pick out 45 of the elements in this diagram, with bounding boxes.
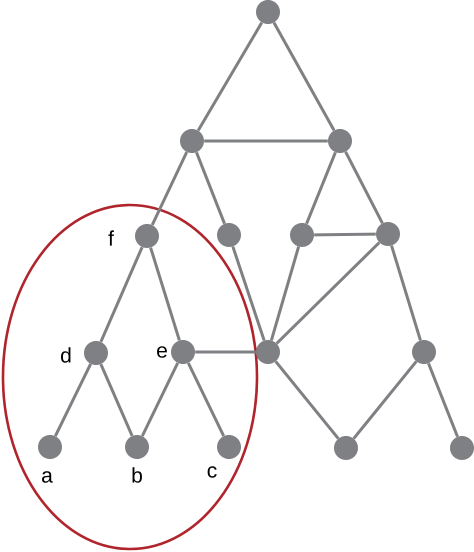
graph-edge <box>149 247 181 341</box>
ellipse-outline <box>2 204 258 550</box>
graph-vertex <box>38 435 62 459</box>
graph-edge <box>272 22 336 132</box>
graph-edge <box>276 241 380 345</box>
graph-vertex <box>450 436 474 460</box>
graph-vertex <box>125 435 149 459</box>
vertex-label: c <box>208 466 217 478</box>
graph-edge <box>54 363 92 437</box>
graph-vertex <box>84 341 108 365</box>
graph-edge <box>314 232 376 236</box>
vertex-label: a <box>42 471 53 483</box>
graph-vertex <box>135 224 159 248</box>
graph-edge <box>140 362 180 437</box>
vertex-label: b <box>132 467 142 483</box>
graph-edge <box>270 246 300 341</box>
graph-vertex <box>256 340 280 364</box>
vertex-label: e <box>157 346 167 358</box>
graph-edge <box>186 362 226 437</box>
graph-vertex <box>217 223 241 247</box>
graph-vertex <box>256 0 280 24</box>
graph-vertex <box>180 129 204 153</box>
graph-vertex <box>217 435 241 459</box>
graph-edge <box>352 360 418 440</box>
vertex-label: d <box>61 347 70 363</box>
graph-vertex <box>328 129 352 153</box>
graph-edge <box>344 151 384 224</box>
graph-edge <box>195 152 226 224</box>
graph-edge <box>150 151 188 226</box>
graph-edge <box>427 362 459 438</box>
graph-edge <box>196 22 264 132</box>
graph-edge <box>274 360 340 440</box>
graph-edge <box>100 246 144 342</box>
graph-edge <box>305 152 337 224</box>
graph-edge <box>195 350 256 354</box>
graph-edge <box>390 245 422 341</box>
graph-vertex <box>376 222 400 246</box>
graph-vertex <box>412 340 436 364</box>
graph-edge <box>204 140 328 142</box>
vertex-label: f <box>108 230 114 246</box>
graph-vertex <box>171 340 195 364</box>
graph-vertex <box>290 223 314 247</box>
graph-vertex <box>334 436 358 460</box>
graph-edge <box>100 364 134 436</box>
graph-edge <box>231 246 266 341</box>
